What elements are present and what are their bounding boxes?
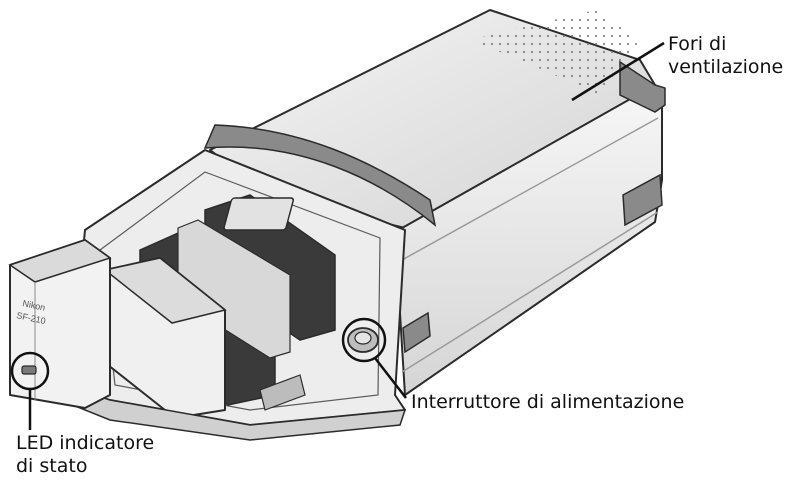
power-callout-circle	[341, 317, 387, 363]
led-callout-circle	[10, 351, 50, 391]
status-led-label-line2: di stato	[16, 455, 88, 477]
ventilation-holes	[470, 10, 640, 95]
power-switch-label: Interruttore di alimentazione	[411, 391, 685, 413]
status-module: Nikon SF-210	[8, 239, 112, 409]
ventilation-label: Fori di ventilazione	[668, 33, 783, 79]
ventilation-label-line2: ventilazione	[668, 56, 784, 78]
ventilation-label-line1: Fori di	[668, 33, 727, 55]
film-adapter	[59, 149, 407, 441]
brand-logo: Nikon	[22, 298, 47, 313]
status-led-icon	[21, 365, 37, 375]
power-switch	[347, 327, 379, 353]
power-leader-line	[374, 357, 407, 399]
vent-leader-line	[571, 41, 665, 102]
status-led-label: LED indicatore di stato	[16, 432, 154, 478]
status-led-label-line1: LED indicatore	[16, 432, 155, 454]
scanner-body	[203, 9, 666, 396]
